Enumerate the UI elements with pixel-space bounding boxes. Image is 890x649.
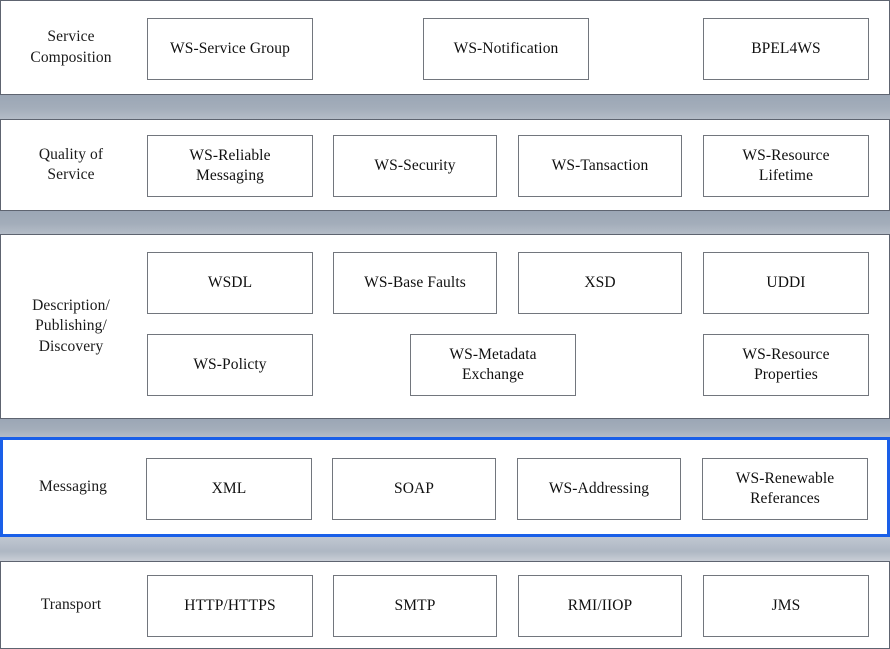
layer-label-line: Composition [30,48,112,66]
layer-transport: Transport HTTP/HTTPS SMTP RMI/IIOP JMS [0,561,890,649]
layer-label-line: Messaging [38,477,108,495]
box-label-line: WS-Resource [742,345,830,363]
layer-label-description-publishing-discovery: Description/ Publishing/ Discovery [1,296,141,357]
box-label-line: Referances [750,490,820,507]
component-box-uddi[interactable]: UDDI [703,252,869,314]
layer-label-messaging: Messaging [3,477,143,497]
component-box-rmi-iiop[interactable]: RMI/IIOP [518,575,682,637]
layer-label-transport: Transport [1,595,141,615]
layer-boxes-service-composition: WS-Service Group WS-Notification BPEL4WS [141,1,881,94]
layer-separator-1 [0,95,890,119]
layer-separator-2 [0,211,890,234]
layer-separator-4 [0,537,890,561]
layer-quality-of-service: Quality of Service WS-Reliable Messaging… [0,119,890,211]
layer-boxes-messaging: XML SOAP WS-Addressing WS-Renewable Refe… [143,440,879,534]
layer-boxes-quality-of-service: WS-Reliable Messaging WS-Security WS-Tan… [141,120,881,210]
component-box-ws-service-group[interactable]: WS-Service Group [147,18,313,80]
component-box-ws-notification[interactable]: WS-Notification [423,18,589,80]
component-box-ws-security[interactable]: WS-Security [333,135,497,197]
component-box-ws-tansaction[interactable]: WS-Tansaction [518,135,682,197]
layer-label-line: Discovery [38,337,104,355]
component-box-ws-metadata-exchange[interactable]: WS-Metadata Exchange [410,334,576,396]
component-box-ws-renewable-referances[interactable]: WS-Renewable Referances [702,458,868,520]
component-box-ws-addressing[interactable]: WS-Addressing [517,458,681,520]
layer-separator-3 [0,419,890,437]
component-box-ws-reliable-messaging[interactable]: WS-Reliable Messaging [147,135,313,197]
component-box-jms[interactable]: JMS [703,575,869,637]
component-box-bpel4ws[interactable]: BPEL4WS [703,18,869,80]
layer-service-composition: Service Composition WS-Service Group WS-… [0,0,890,95]
component-box-smtp[interactable]: SMTP [333,575,497,637]
box-label-line: WS-Metadata [449,345,537,363]
layer-label-line: Service [47,28,95,46]
box-label-line: Lifetime [758,167,814,184]
layer-label-line: Quality of [38,145,104,163]
box-label-line: WS-Reliable [189,146,271,164]
layer-boxes-description-publishing-discovery: WSDL WS-Base Faults XSD UDDI WS-Policty … [141,235,881,418]
layer-label-service-composition: Service Composition [1,27,141,68]
component-box-xml[interactable]: XML [146,458,312,520]
component-box-soap[interactable]: SOAP [332,458,496,520]
component-box-ws-base-faults[interactable]: WS-Base Faults [333,252,497,314]
box-label-line: WS-Renewable [735,469,835,487]
layer-label-line: Publishing/ [35,317,107,335]
box-label-line: Exchange [462,366,524,383]
component-box-http-https[interactable]: HTTP/HTTPS [147,575,313,637]
box-label-line: Messaging [195,167,265,184]
layer-label-line: Transport [40,595,102,613]
layer-label-line: Description/ [32,296,110,314]
layer-description-publishing-discovery: Description/ Publishing/ Discovery WSDL … [0,234,890,419]
layer-boxes-transport: HTTP/HTTPS SMTP RMI/IIOP JMS [141,562,881,648]
layer-messaging[interactable]: Messaging XML SOAP WS-Addressing WS-Rene… [0,437,890,537]
box-label-line: WS-Resource [742,146,830,164]
component-box-ws-resource-properties[interactable]: WS-Resource Properties [703,334,869,396]
component-box-ws-policty[interactable]: WS-Policty [147,334,313,396]
component-box-wsdl[interactable]: WSDL [147,252,313,314]
component-box-ws-resource-lifetime[interactable]: WS-Resource Lifetime [703,135,869,197]
box-label-line: Properties [754,366,818,383]
layer-label-line: Service [47,166,95,183]
layer-label-quality-of-service: Quality of Service [1,145,141,186]
component-box-xsd[interactable]: XSD [518,252,682,314]
